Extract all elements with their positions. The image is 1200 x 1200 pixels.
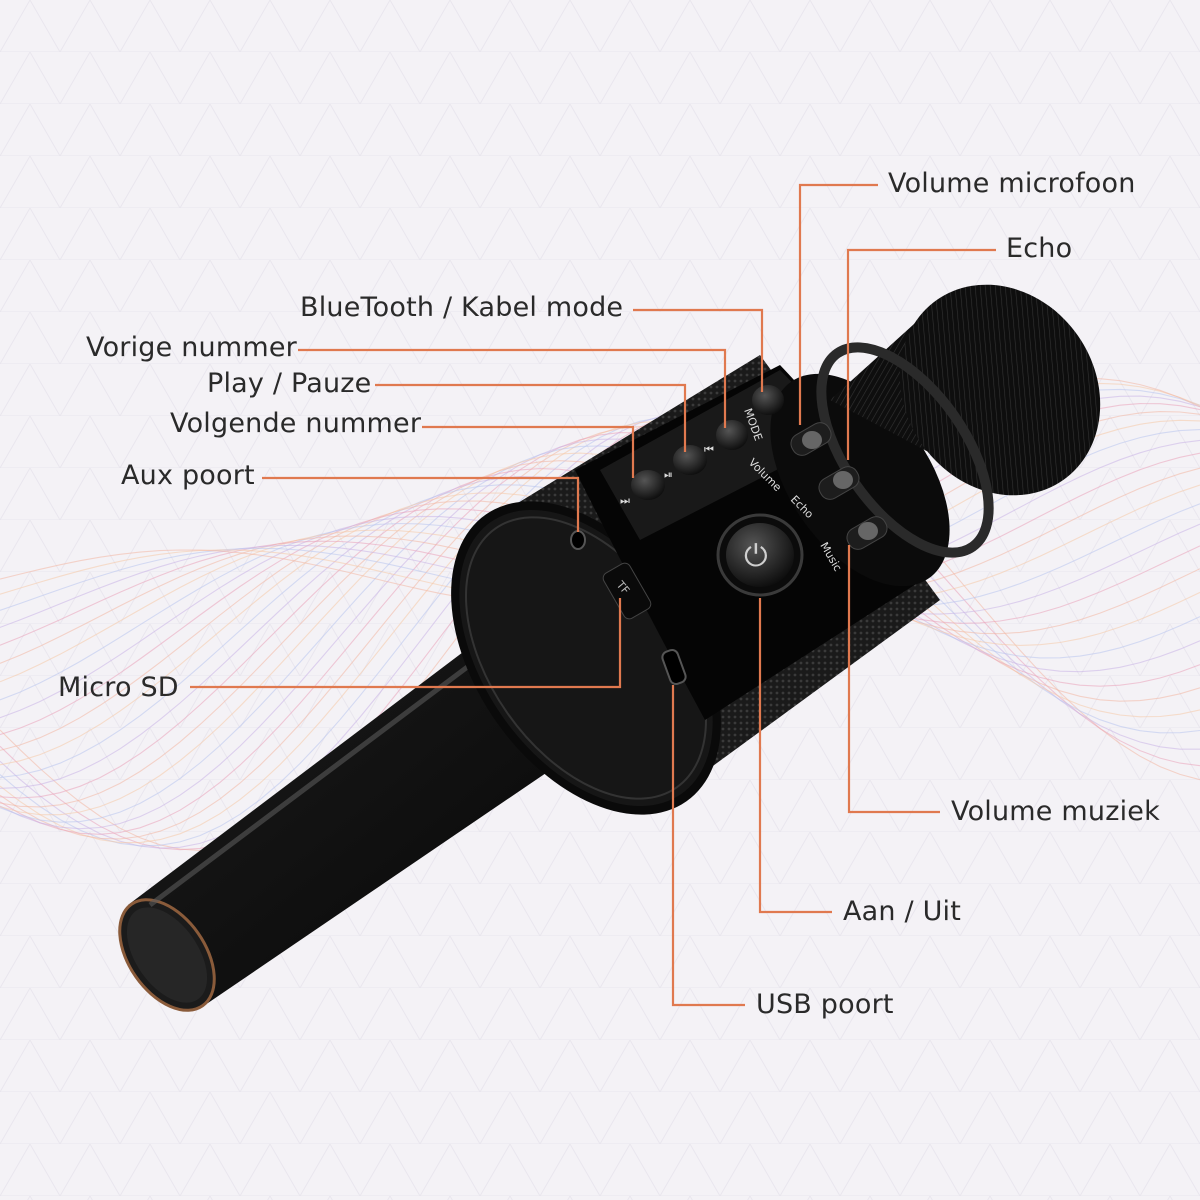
power-icon: ⏻: [744, 539, 768, 574]
leader-bluetooth: [633, 308, 764, 392]
label-echo: Echo: [1006, 233, 1073, 264]
micro-sd-slot[interactable]: TF: [601, 561, 653, 621]
volume-music-slider[interactable]: [843, 513, 890, 553]
background-wave-line: [0, 432, 1200, 835]
leader-play: [375, 383, 687, 452]
play-pause-icon: ⏯: [664, 468, 673, 481]
play-pause-button[interactable]: ⏯: [664, 445, 707, 481]
leader-volume-muziek: [847, 545, 940, 814]
label-vorige-nummer: Vorige nummer: [86, 332, 297, 363]
leader-echo: [846, 248, 996, 460]
label-aan-uit: Aan / Uit: [843, 896, 962, 927]
leader-usb: [671, 685, 745, 1007]
label-volgende-nummer: Volgende nummer: [170, 408, 422, 439]
label-volume-muziek: Volume muziek: [951, 796, 1160, 827]
label-bluetooth-kabel-mode: BlueTooth / Kabel mode: [300, 292, 624, 323]
leader-aux: [262, 476, 580, 532]
background-wave-line: [0, 412, 1200, 849]
background-wave-line: [0, 420, 1200, 844]
echo-slider[interactable]: [815, 463, 862, 503]
label-volume-microfoon: Volume microfoon: [888, 168, 1136, 199]
next-button[interactable]: ⏭: [620, 470, 665, 507]
background-wave-line: [0, 438, 1200, 830]
mode-button[interactable]: [752, 385, 784, 415]
leader-volume-microfoon: [798, 183, 878, 425]
power-button[interactable]: ⏻: [716, 513, 804, 597]
label-micro-sd: Micro SD: [58, 672, 179, 703]
label-play-pauze: Play / Pauze: [207, 368, 372, 399]
leader-aan-uit: [758, 598, 832, 914]
label-usb-poort: USB poort: [756, 989, 894, 1020]
background-wave-line: [0, 445, 1200, 823]
prev-icon: ⏮: [704, 443, 714, 456]
label-aux-poort: Aux poort: [121, 460, 255, 491]
volume-mic-slider[interactable]: [787, 419, 834, 459]
leader-vorige: [298, 348, 727, 428]
background-wave-line: [0, 415, 1200, 847]
microphone-grill: [816, 284, 1101, 558]
usb-port[interactable]: [661, 648, 688, 686]
leader-micro-sd: [190, 598, 622, 689]
next-icon: ⏭: [620, 494, 630, 507]
background-wave-line: [0, 426, 1200, 840]
leader-volgende: [422, 425, 635, 478]
